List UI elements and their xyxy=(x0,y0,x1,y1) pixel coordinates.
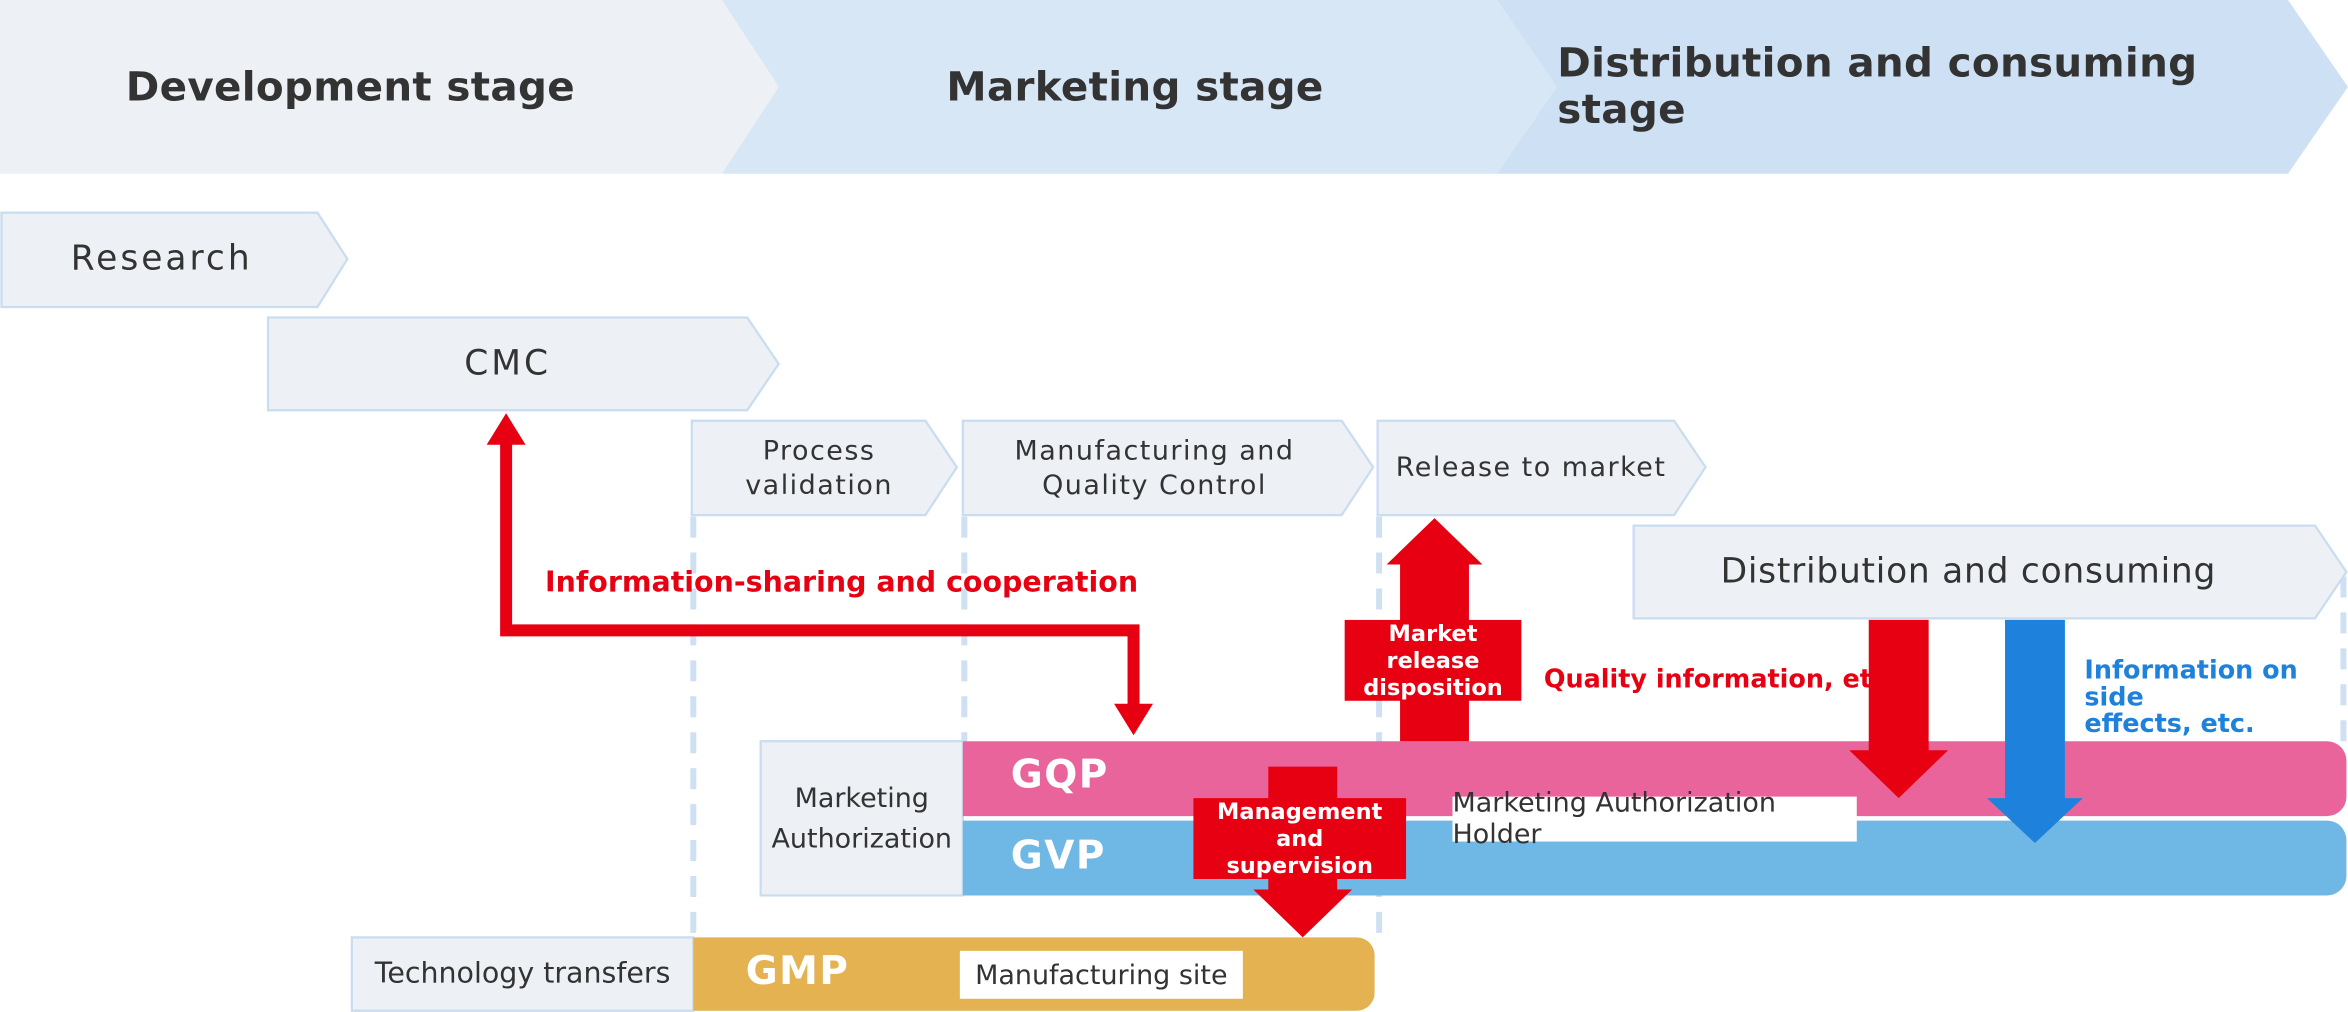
side-effects-line-2: effects, etc. xyxy=(2084,709,2255,740)
gvp-label: GVP xyxy=(1010,834,1106,879)
step-research xyxy=(0,211,349,309)
side-effects-line-1: Information on side xyxy=(2084,655,2298,713)
step-release-to-market xyxy=(1376,419,1707,517)
management-supervision-line-2: supervision xyxy=(1226,852,1374,879)
step-manufacturing-qc xyxy=(961,419,1375,517)
market-release-line-1: Market release xyxy=(1386,619,1480,674)
stage-label-development: Development stage xyxy=(125,63,575,111)
manufacturing-qc-label: Manufacturing and Quality Control xyxy=(963,421,1346,515)
marketing-authorization-box xyxy=(759,740,964,897)
step-cmc xyxy=(266,316,781,412)
market-release-line-2: disposition xyxy=(1363,673,1503,701)
info-sharing-arrowhead-up xyxy=(486,413,526,445)
quality-info-label: Quality information, etc. xyxy=(1543,664,1897,695)
info-sharing-arrow-line xyxy=(500,443,1140,707)
research-label: Research xyxy=(70,239,253,279)
management-supervision-line-1: Management and xyxy=(1217,798,1383,853)
step-process-validation xyxy=(690,419,959,517)
cmc-label: CMC xyxy=(464,343,552,383)
process-validation-line-2: validation xyxy=(745,469,893,501)
stage-label-distribution: Distribution and consuming stage xyxy=(1557,40,2198,134)
info-sharing-arrowhead-down xyxy=(1114,703,1153,736)
marketing-authorization-holder-tag: Marketing Authorization Holder xyxy=(1452,788,1857,851)
marketing-authorization-label: Marketing Authorization xyxy=(761,741,963,895)
marketing-authorization-line-2: Authorization xyxy=(771,822,953,855)
side-effects-arrow xyxy=(1987,619,2083,844)
marketing-authorization-line-1: Marketing xyxy=(794,782,929,814)
manufacturing-qc-line-2: Quality Control xyxy=(1042,469,1267,501)
process-validation-label: Process validation xyxy=(692,421,947,515)
quality-info-arrow xyxy=(1849,619,1949,799)
technology-transfers-label: Technology transfers xyxy=(374,956,671,990)
side-effects-label: Information on side effects, etc. xyxy=(2084,657,2348,738)
stage-chevron-marketing xyxy=(721,0,1558,174)
market-release-label: Market release disposition xyxy=(1344,619,1522,701)
management-supervision-label: Management and supervision xyxy=(1193,798,1407,879)
step-distribution-consuming xyxy=(1632,524,2348,620)
stage-chevron-distribution xyxy=(1494,0,2348,174)
gmp-label: GMP xyxy=(745,949,850,995)
distribution-consuming-label: Distribution and consuming xyxy=(1720,551,2217,591)
stage-label-marketing: Marketing stage xyxy=(946,63,1324,111)
manufacturing-site-tag: Manufacturing site xyxy=(959,950,1243,999)
process-validation-line-1: Process xyxy=(762,434,876,467)
info-sharing-label: Information-sharing and cooperation xyxy=(545,566,1139,599)
gqp-label: GQP xyxy=(1010,753,1109,799)
release-to-market-label: Release to market xyxy=(1395,452,1667,484)
manufacturing-qc-line-1: Manufacturing and xyxy=(1014,434,1295,467)
stage-chevron-development xyxy=(0,0,779,174)
